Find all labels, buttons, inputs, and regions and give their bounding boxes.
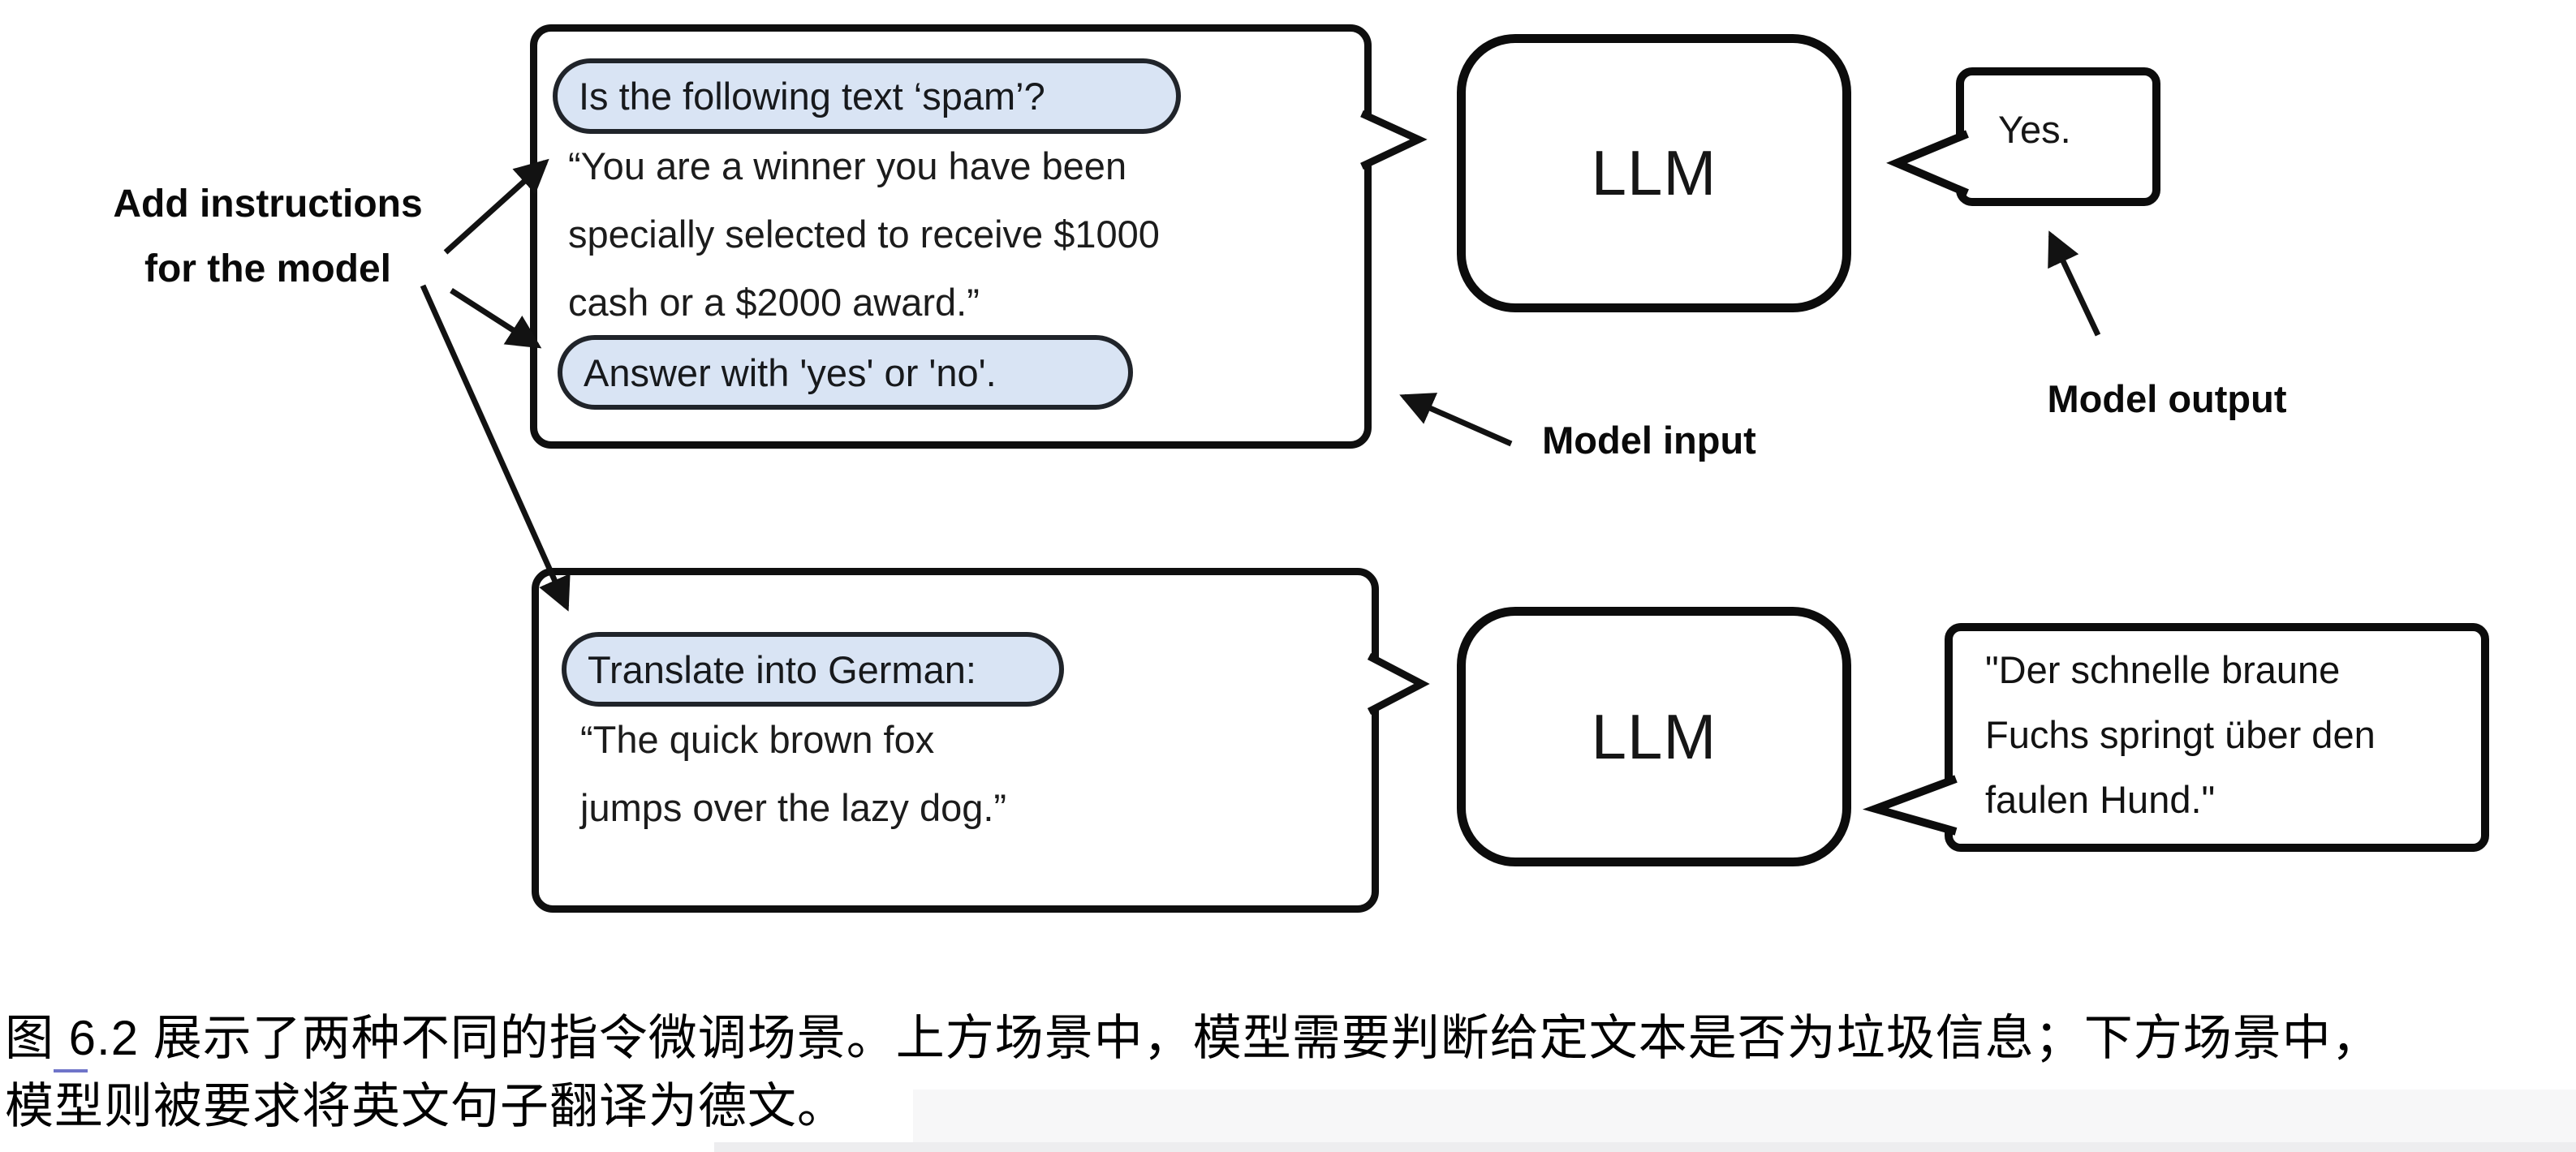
- german-output-line-2: Fuchs springt über den: [1985, 713, 2376, 756]
- output-bubble-german-text: "Der schnelle braune Fuchs springt über …: [1985, 638, 2376, 832]
- output-bubble-german: [1945, 623, 2489, 852]
- caption-line-1: 图 6.2 展示了两种不同的指令微调场景。上方场景中，模型需要判断给定文本是否为…: [5, 1011, 2381, 1065]
- arrow-model-output-label: [2048, 230, 2101, 337]
- instruction-pill-translate-text: Translate into German:: [588, 647, 976, 691]
- output-bubble-yes: [1956, 67, 2160, 206]
- instruction-pill-answer-text: Answer with 'yes' or 'no'.: [584, 350, 997, 394]
- add-instructions-label-line1: Add instructions: [113, 183, 423, 226]
- add-instructions-label-line2: for the model: [144, 247, 391, 290]
- llm-box-bottom: LLM: [1457, 607, 1851, 866]
- instruction-pill-spam-text: Is the following text ‘spam’?: [579, 75, 1045, 118]
- top-input-line-1: “You are a winner you have been: [568, 144, 1127, 187]
- bottom-input-line-1: “The quick brown fox: [580, 718, 935, 761]
- bottom-model-input-box: [532, 568, 1379, 913]
- background-gray-strip: [714, 1142, 2576, 1152]
- top-input-line-3: cash or a $2000 award.”: [568, 281, 980, 324]
- background-gray-band: [913, 1090, 2576, 1152]
- yes-text: Yes.: [1998, 108, 2071, 151]
- instruction-pill-translate: Translate into German:: [562, 632, 1064, 707]
- arrow-add-instructions-to-answer-pill: [450, 288, 542, 349]
- caption-line-2: 模型则被要求将英文句子翻译为德文。: [5, 1079, 846, 1133]
- german-output-line-3: faulen Hund.": [1985, 778, 2216, 821]
- model-output-label: Model output: [2037, 367, 2297, 432]
- model-input-label: Model input: [1526, 408, 1773, 473]
- llm-box-top: LLM: [1457, 34, 1851, 312]
- caption-link-underline: [54, 1069, 88, 1072]
- top-input-line-2: specially selected to receive $1000: [568, 213, 1160, 256]
- figure-caption: 图 6.2 展示了两种不同的指令微调场景。上方场景中，模型需要判断给定文本是否为…: [5, 1004, 2381, 1141]
- model-output-label-text: Model output: [2047, 377, 2287, 420]
- bottom-input-text: “The quick brown fox jumps over the lazy…: [580, 706, 1006, 842]
- instruction-pill-answer: Answer with 'yes' or 'no'.: [558, 335, 1133, 410]
- add-instructions-label: Add instructions for the model: [106, 172, 430, 302]
- output-bubble-yes-text: Yes.: [1998, 107, 2071, 152]
- llm-box-top-label: LLM: [1591, 137, 1717, 208]
- bottom-input-line-2: jumps over the lazy dog.”: [580, 786, 1007, 829]
- top-input-text: “You are a winner you have been speciall…: [568, 132, 1160, 337]
- instruction-pill-spam: Is the following text ‘spam’?: [553, 58, 1181, 134]
- model-input-label-text: Model input: [1542, 419, 1756, 462]
- llm-box-bottom-label: LLM: [1591, 700, 1717, 772]
- german-output-line-1: "Der schnelle braune: [1985, 648, 2341, 691]
- arrow-model-input-label: [1399, 393, 1513, 447]
